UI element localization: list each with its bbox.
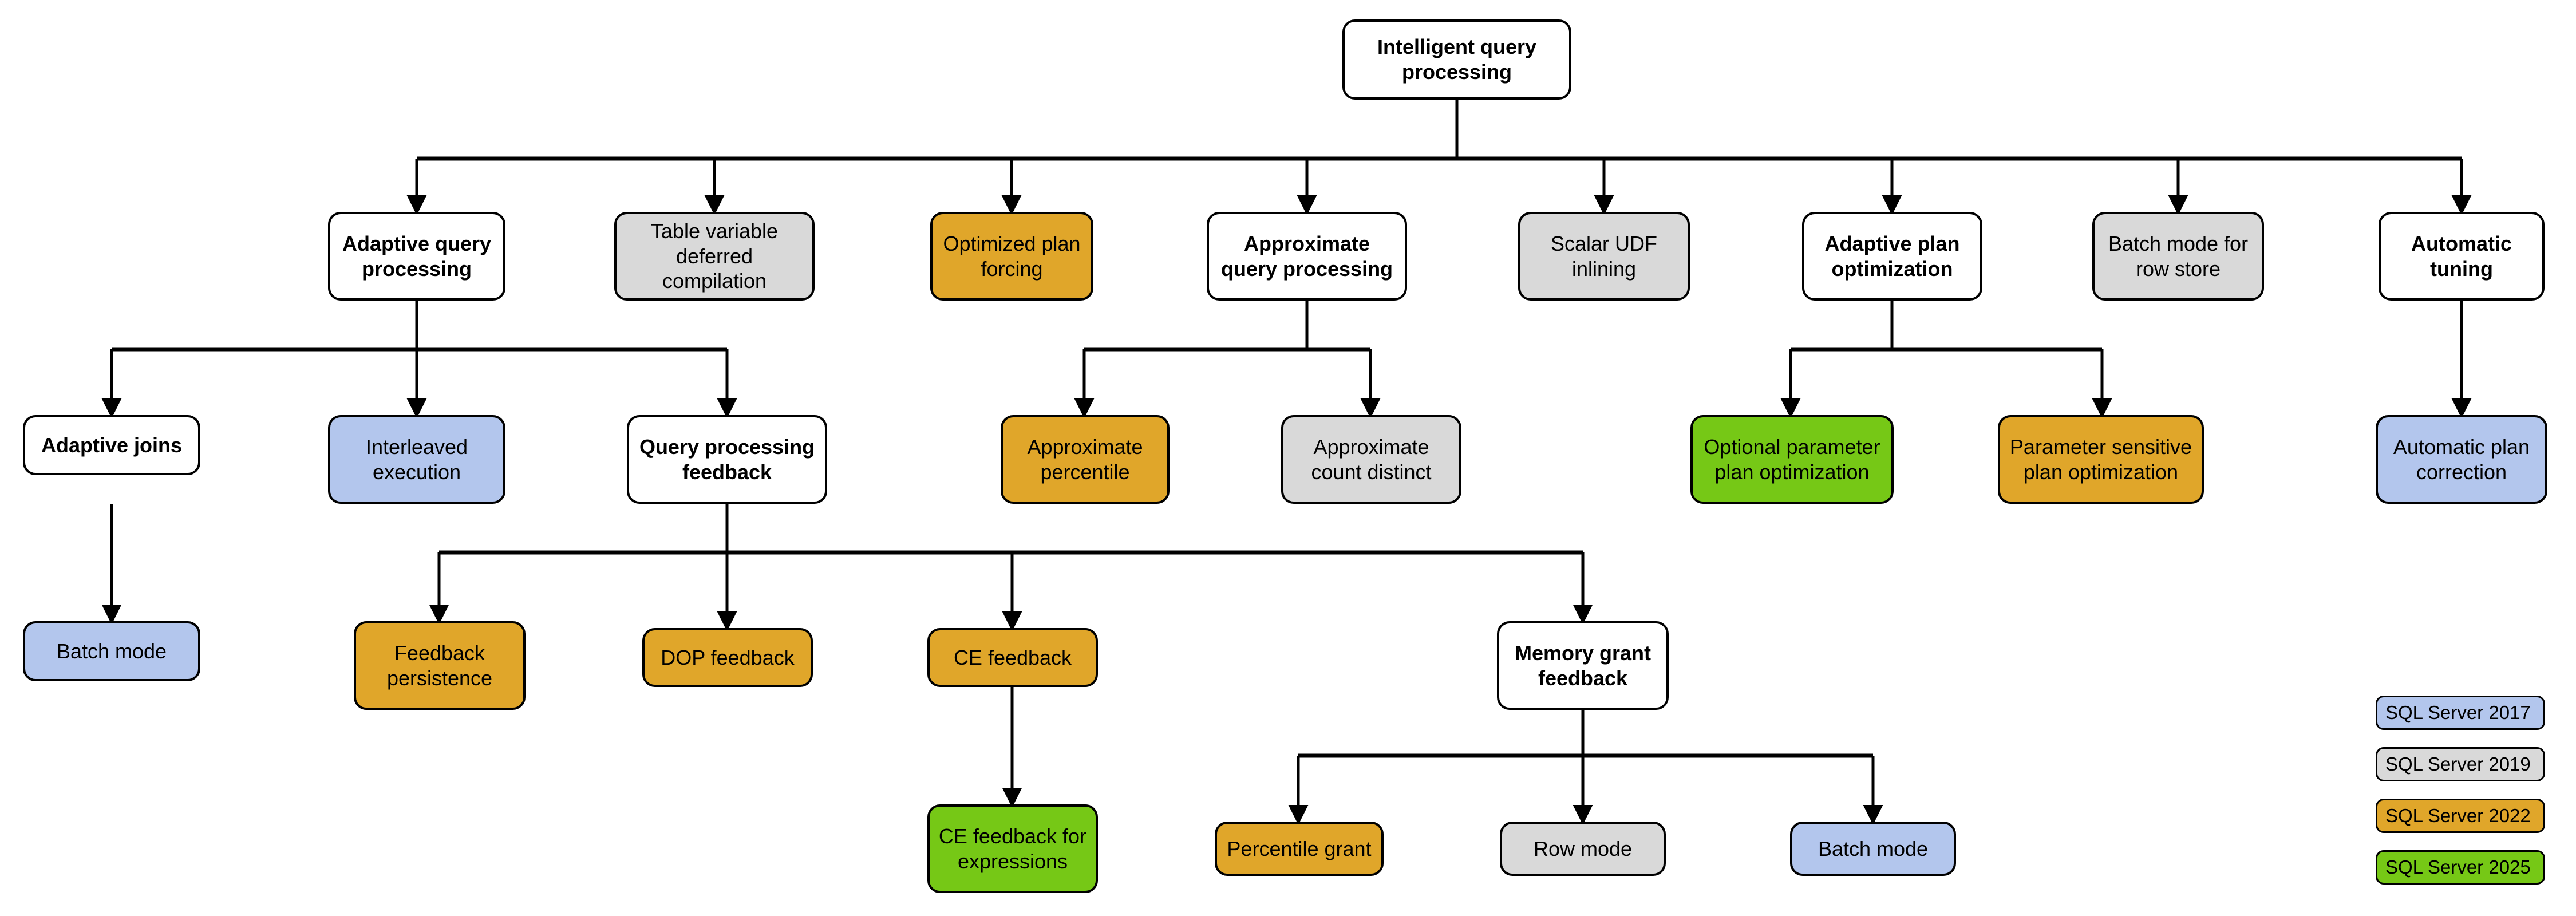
- legend-label: SQL Server 2022: [2385, 805, 2531, 826]
- node-approximate-percentile[interactable]: Approximate percentile: [1001, 415, 1170, 504]
- node-label: Batch mode: [56, 639, 167, 663]
- node-feedback-persistence[interactable]: Feedback persistence: [354, 621, 526, 710]
- legend-label: SQL Server 2019: [2385, 753, 2531, 775]
- node-label: CE feedback: [953, 645, 1072, 669]
- legend-item-sql-server-2017: SQL Server 2017: [2376, 696, 2545, 730]
- node-optimized-plan-forcing[interactable]: Optimized plan forcing: [930, 212, 1093, 301]
- node-label: Optional parameter plan optimization: [1704, 435, 1880, 484]
- node-label: Percentile grant: [1227, 836, 1372, 860]
- node-label: Automatic plan correction: [2393, 435, 2530, 484]
- node-adaptive-query-processing[interactable]: Adaptive query processing: [328, 212, 505, 301]
- node-batch-mode-adaptive-joins[interactable]: Batch mode: [23, 621, 200, 681]
- node-label: Parameter sensitive plan optimization: [2009, 435, 2192, 484]
- node-automatic-plan-correction[interactable]: Automatic plan correction: [2376, 415, 2547, 504]
- legend-label: SQL Server 2025: [2385, 856, 2531, 878]
- node-scalar-udf-inlining[interactable]: Scalar UDF inlining: [1518, 212, 1690, 301]
- node-label: Approximate percentile: [1027, 435, 1143, 484]
- node-label: Adaptive query processing: [342, 231, 492, 281]
- node-ce-feedback[interactable]: CE feedback: [927, 628, 1098, 687]
- node-label: Scalar UDF inlining: [1550, 231, 1658, 281]
- node-adaptive-joins[interactable]: Adaptive joins: [23, 415, 200, 475]
- node-label: CE feedback for expressions: [938, 824, 1087, 873]
- legend-item-sql-server-2025: SQL Server 2025: [2376, 850, 2545, 885]
- legend-label: SQL Server 2017: [2385, 702, 2531, 723]
- node-ce-feedback-for-expressions[interactable]: CE feedback for expressions: [927, 804, 1098, 893]
- legend-item-sql-server-2022: SQL Server 2022: [2376, 799, 2545, 833]
- node-interleaved-execution[interactable]: Interleaved execution: [328, 415, 505, 504]
- node-label: Approximate query processing: [1220, 231, 1393, 281]
- node-label: Batch mode for row store: [2108, 231, 2249, 281]
- node-automatic-tuning[interactable]: Automatic tuning: [2379, 212, 2545, 301]
- node-row-mode[interactable]: Row mode: [1500, 822, 1666, 876]
- node-table-variable-deferred-compilation[interactable]: Table variable deferred compilation: [614, 212, 815, 301]
- node-approximate-count-distinct[interactable]: Approximate count distinct: [1281, 415, 1461, 504]
- node-label: Approximate count distinct: [1311, 435, 1432, 484]
- node-label: Adaptive plan optimization: [1824, 231, 1960, 281]
- node-parameter-sensitive-plan-optimization[interactable]: Parameter sensitive plan optimization: [1998, 415, 2204, 504]
- node-batch-mode-for-row-store[interactable]: Batch mode for row store: [2092, 212, 2264, 301]
- node-label: Intelligent query processing: [1377, 35, 1537, 84]
- node-label: Adaptive joins: [41, 433, 183, 457]
- node-label: Table variable deferred compilation: [650, 219, 779, 293]
- node-memory-grant-feedback[interactable]: Memory grant feedback: [1497, 621, 1669, 710]
- node-label: Query processing feedback: [639, 435, 815, 484]
- node-percentile-grant[interactable]: Percentile grant: [1215, 822, 1384, 876]
- node-label: Batch mode: [1818, 836, 1929, 860]
- node-label: Optimized plan forcing: [943, 231, 1081, 281]
- node-adaptive-plan-optimization[interactable]: Adaptive plan optimization: [1802, 212, 1982, 301]
- node-label: Memory grant feedback: [1514, 641, 1652, 690]
- node-approximate-query-processing[interactable]: Approximate query processing: [1207, 212, 1407, 301]
- node-label: Automatic tuning: [2411, 231, 2512, 281]
- node-query-processing-feedback[interactable]: Query processing feedback: [627, 415, 827, 504]
- node-batch-mode-memory-grant[interactable]: Batch mode: [1790, 822, 1956, 876]
- node-label: Feedback persistence: [386, 641, 493, 690]
- legend-item-sql-server-2019: SQL Server 2019: [2376, 747, 2545, 781]
- node-label: Row mode: [1533, 836, 1633, 860]
- node-dop-feedback[interactable]: DOP feedback: [642, 628, 813, 687]
- node-optional-parameter-plan-optimization[interactable]: Optional parameter plan optimization: [1690, 415, 1894, 504]
- node-intelligent-query-processing[interactable]: Intelligent query processing: [1342, 19, 1571, 100]
- node-label: Interleaved execution: [365, 435, 468, 484]
- node-label: DOP feedback: [661, 645, 795, 669]
